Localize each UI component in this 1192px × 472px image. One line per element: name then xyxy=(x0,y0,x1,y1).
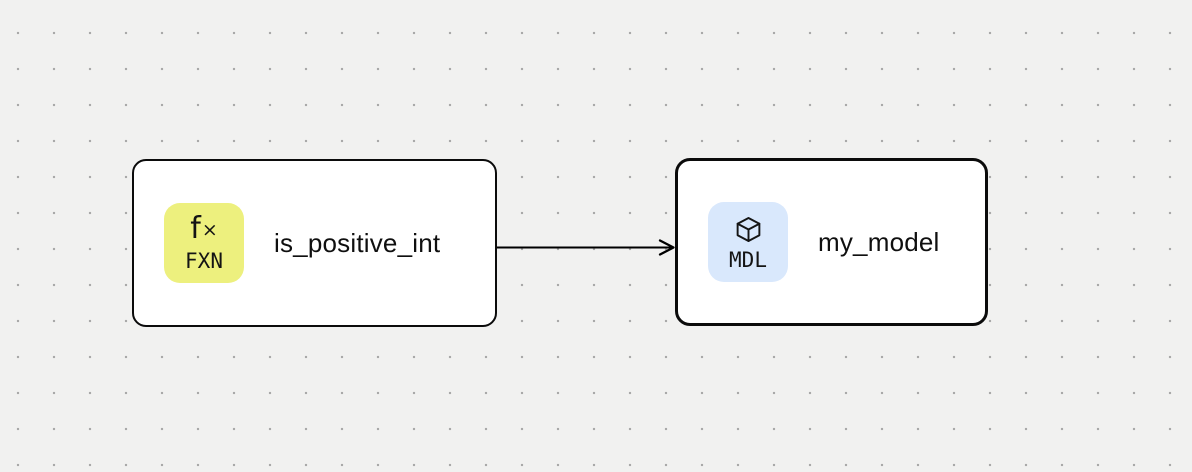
fx-icon-times: × xyxy=(201,219,218,241)
cube-icon xyxy=(734,213,763,245)
edge-is-positive-int-to-my-model[interactable] xyxy=(497,239,675,256)
arrowhead-icon xyxy=(658,239,675,256)
node-type-code: MDL xyxy=(729,248,767,272)
node-label: my_model xyxy=(818,226,940,257)
fx-icon-f: f xyxy=(190,211,201,246)
model-type-badge: MDL xyxy=(708,202,788,282)
node-label: is_positive_int xyxy=(274,227,441,258)
function-type-badge: f × FXN xyxy=(164,203,244,283)
node-my-model[interactable]: MDL my_model xyxy=(675,158,988,326)
node-type-code: FXN xyxy=(185,249,223,273)
fx-icon: f × xyxy=(190,214,217,246)
node-is-positive-int[interactable]: f × FXN is_positive_int xyxy=(132,159,497,327)
